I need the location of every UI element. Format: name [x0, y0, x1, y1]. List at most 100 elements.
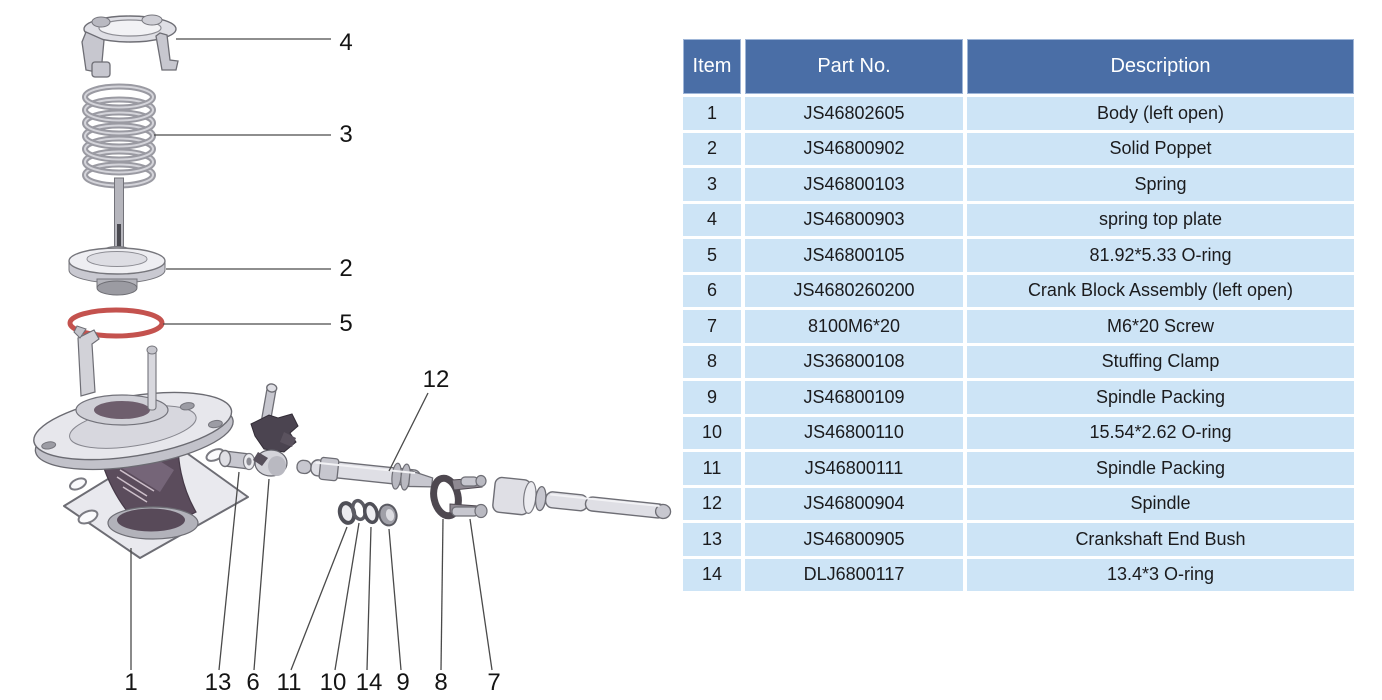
callout-label-1: 1: [124, 669, 137, 696]
leader-line-10: [334, 522, 360, 671]
part-solid-poppet: [68, 177, 166, 296]
part-no-cell: JS46800109: [745, 381, 963, 414]
leader-line-6: [253, 478, 270, 671]
part-no-cell: JS46800903: [745, 203, 963, 236]
item-cell: 8: [683, 345, 741, 378]
crankshaft-assembly: [492, 476, 672, 520]
callout-label-2: 2: [339, 255, 352, 282]
part-crank-block-assembly: [250, 383, 299, 477]
item-cell: 1: [683, 97, 741, 130]
description-cell: Spindle Packing: [967, 381, 1354, 414]
description-cell: Crank Block Assembly (left open): [967, 274, 1354, 307]
part-no-cell: JS46800111: [745, 452, 963, 485]
item-cell: 4: [683, 203, 741, 236]
description-cell: Stuffing Clamp: [967, 345, 1354, 378]
callout-label-14: 14: [356, 669, 383, 696]
part-no-cell: JS46800905: [745, 523, 963, 556]
leader-line-13: [218, 471, 240, 671]
item-cell: 3: [683, 168, 741, 201]
part-no-cell: JS46800902: [745, 132, 963, 165]
exploded-view-diagram: 4 3 2 5 12 1 13 6 11 10 14 9 8 7: [33, 14, 672, 696]
callout-label-8: 8: [434, 669, 447, 696]
part-spring-top-plate: [81, 14, 179, 78]
leader-line-8: [440, 518, 444, 671]
description-cell: Body (left open): [967, 97, 1354, 130]
part-spring: [82, 83, 156, 189]
header-cell-part-no: Part No.: [745, 39, 963, 94]
part-spindle-packing-9: [378, 503, 398, 527]
part-no-cell: 8100M6*20: [745, 310, 963, 343]
callout-labels: 4 3 2 5 12 1 13 6 11 10 14 9 8 7: [124, 29, 500, 696]
part-body: [33, 325, 249, 559]
description-cell: 13.4*3 O-ring: [967, 558, 1354, 591]
header-cell-item: Item: [683, 39, 741, 94]
part-no-cell: DLJ6800117: [745, 558, 963, 591]
part-screw-7: [451, 474, 488, 519]
leader-line-9: [388, 528, 402, 671]
part-crankshaft-end-bush: [218, 449, 256, 471]
part-no-cell: JS4680260200: [745, 274, 963, 307]
leader-line-7: [469, 518, 493, 671]
description-cell: 81.92*5.33 O-ring: [967, 239, 1354, 272]
callout-label-3: 3: [339, 121, 352, 148]
part-oring-13-4: [362, 501, 380, 525]
description-cell: Crankshaft End Bush: [967, 523, 1354, 556]
callout-label-11: 11: [277, 669, 302, 696]
item-cell: 13: [683, 523, 741, 556]
item-cell: 10: [683, 416, 741, 449]
part-no-cell: JS36800108: [745, 345, 963, 378]
leader-line-12: [388, 392, 429, 472]
item-cell: 11: [683, 452, 741, 485]
leader-lines: [130, 38, 493, 671]
callout-label-7: 7: [487, 669, 500, 696]
callout-label-6: 6: [246, 669, 259, 696]
description-cell: 15.54*2.62 O-ring: [967, 416, 1354, 449]
item-cell: 2: [683, 132, 741, 165]
part-no-cell: JS46800110: [745, 416, 963, 449]
item-cell: 6: [683, 274, 741, 307]
description-cell: spring top plate: [967, 203, 1354, 236]
item-cell: 12: [683, 487, 741, 520]
callout-label-12: 12: [423, 366, 450, 393]
description-cell: Spring: [967, 168, 1354, 201]
description-cell: Spindle Packing: [967, 452, 1354, 485]
item-cell: 5: [683, 239, 741, 272]
callout-label-9: 9: [396, 669, 409, 696]
item-cell: 14: [683, 558, 741, 591]
header-cell-description: Description: [967, 39, 1354, 94]
leader-line-11: [290, 526, 348, 671]
description-cell: Solid Poppet: [967, 132, 1354, 165]
part-oring-81-92: [67, 307, 165, 339]
item-cell: 7: [683, 310, 741, 343]
callout-label-10: 10: [320, 669, 347, 696]
part-no-cell: JS46800103: [745, 168, 963, 201]
callout-label-5: 5: [339, 310, 352, 337]
part-no-cell: JS46802605: [745, 97, 963, 130]
callout-label-13: 13: [205, 669, 232, 696]
callout-label-4: 4: [339, 29, 352, 56]
description-cell: M6*20 Screw: [967, 310, 1354, 343]
part-no-cell: JS46800904: [745, 487, 963, 520]
item-cell: 9: [683, 381, 741, 414]
description-cell: Spindle: [967, 487, 1354, 520]
part-spindle: [296, 456, 434, 491]
leader-line-14: [366, 526, 372, 671]
part-no-cell: JS46800105: [745, 239, 963, 272]
